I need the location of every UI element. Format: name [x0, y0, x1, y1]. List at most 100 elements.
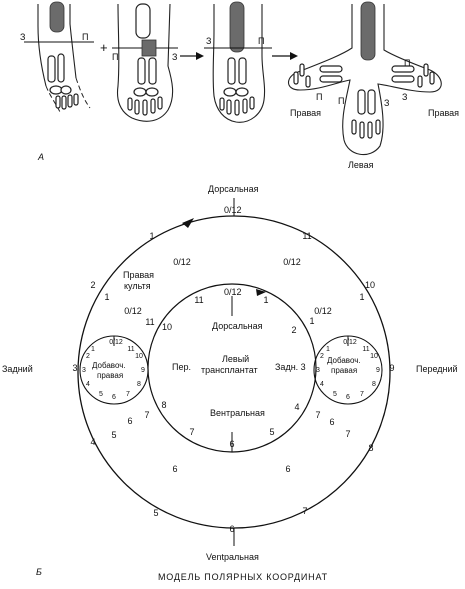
dorsal-top-label: Дорсальная [208, 184, 259, 194]
inner-circle-arrow [256, 289, 266, 296]
limb-transplant-p-label: П [112, 52, 118, 62]
panel-b-polar-model: Дорсальная 0/12 Правая культя 0/12 Дорса… [2, 184, 458, 582]
left-small-clock-number-9: 5 [99, 391, 103, 398]
posterior-label: Задний [2, 364, 33, 374]
outer-top-value: 0/12 [224, 205, 242, 215]
inner-top-value: 0/12 [224, 287, 242, 297]
limb-triple-z-right-label: З [402, 92, 407, 102]
right-small-clock-number-8: 8 [372, 381, 376, 388]
inner-dorsal-label: Дорсальная [212, 321, 263, 331]
outer-ring-number-4: 11 [145, 317, 154, 327]
anterior-label: Передний [416, 364, 458, 374]
stump-label-line2: культя [124, 281, 151, 291]
outer-clock-number-5: 6 [229, 524, 234, 534]
inner-ventral-label: Вентральная [210, 408, 265, 418]
outer-clock-number-1: 2 [90, 280, 95, 290]
outer-ring-number-13: 6 [172, 464, 177, 474]
outer-circle-arrow [182, 218, 194, 228]
panel-a-limbs: З П + П З З П П П П З З Правая Правая Ле… [20, 1, 459, 170]
outer-ring-number-7: 0/12 [314, 306, 332, 316]
right-small-clock-number-11: 7 [360, 391, 364, 398]
left-small-clock-number-8: 8 [137, 381, 141, 388]
outer-clock-number-4: 5 [153, 508, 158, 518]
limb-stump [24, 1, 94, 113]
inner-center-line2: трансплантат [201, 365, 258, 375]
limb-triple-z-mid-label: З [384, 98, 389, 108]
outer-ring-number-3: 0/12 [124, 306, 142, 316]
limb-stump-p-label: П [82, 32, 88, 42]
right-small-clock-number-6: 9 [376, 367, 380, 374]
outer-clock-number-0: 1 [149, 231, 154, 241]
limb-stump-z-label: З [20, 32, 25, 42]
limb-triple [287, 1, 442, 156]
outer-ring-number-15: 6 [329, 417, 334, 427]
inner-clock-number-4: 5 [269, 427, 274, 437]
right-small-line1: Добавоч. [327, 356, 361, 365]
right-small-clock-number-5: 3 [316, 367, 320, 374]
outer-clock-number-3: 4 [90, 437, 95, 447]
left-small-clock-number-6: 9 [141, 367, 145, 374]
inner-clock-number-6: 6 [229, 439, 234, 449]
right-small-clock-number-10: 6 [346, 394, 350, 401]
outer-ring-number-10: 7 [144, 410, 149, 420]
left-small-clock-number-11: 7 [126, 391, 130, 398]
limb-grafted-p-label: П [258, 36, 264, 46]
outer-ring-number-5: 10 [162, 322, 172, 332]
right-small-clock-number-1: 1 [326, 346, 330, 353]
panel-a-letter: A [37, 152, 44, 162]
left-small-clock-number-4: 10 [135, 353, 143, 360]
limb-triple-p-left-label: П [316, 92, 322, 102]
inner-right-label: Задн. 3 [275, 362, 306, 372]
outer-ring-number-14: 7 [315, 410, 320, 420]
left-small-clock-number-3: 2 [86, 353, 90, 360]
left-small-clock-number-2: 11 [127, 346, 134, 353]
plus-sign: + [100, 40, 108, 55]
outer-ring-number-11: 6 [127, 416, 132, 426]
panel-b-letter: Б [36, 567, 42, 577]
limb-transplant [112, 3, 178, 122]
limb-right-label-right: Правая [428, 108, 459, 118]
right-small-clock-number-3: 2 [320, 353, 324, 360]
left-small-clock-number-10: 6 [112, 394, 116, 401]
outer-ring-number-1: 0/12 [283, 257, 301, 267]
right-small-clock-number-2: 11 [362, 346, 369, 353]
left-small-clock-number-5: 3 [82, 367, 86, 374]
arrow-right-1 [180, 52, 204, 60]
inner-center-line1: Левый [222, 354, 249, 364]
right-small-line2: правая [331, 366, 357, 375]
left-small-clock-number-0: 0/12 [109, 339, 123, 346]
left-small-line1: Добавоч. [92, 361, 126, 370]
outer-ring-number-9: 8 [161, 400, 166, 410]
inner-clock-number-3: 4 [294, 402, 299, 412]
left-small-clock-number-1: 1 [91, 346, 95, 353]
outer-clock-number-8: 9 [389, 363, 394, 373]
limb-grafted-z-label: З [206, 36, 211, 46]
ventral-bottom-label: Ventральная [206, 552, 259, 562]
limb-left-label: Левая [348, 160, 374, 170]
outer-clock-number-2: 3 [72, 363, 77, 373]
outer-clock-number-7: 8 [368, 443, 373, 453]
limb-right-label-left: Правая [290, 108, 321, 118]
limb-transplant-z-label: З [172, 52, 177, 62]
outer-clock-number-10: 11 [302, 231, 311, 241]
inner-clock-number-2: 2 [291, 325, 296, 335]
limb-triple-p-top-label: П [404, 58, 410, 68]
left-small-line2: правая [97, 371, 123, 380]
outer-ring-number-8: 1 [309, 316, 314, 326]
outer-clock-number-6: 7 [302, 506, 307, 516]
stump-label-line1: Правая [123, 270, 154, 280]
right-small-clock-number-7: 4 [320, 381, 324, 388]
outer-ring-number-12: 5 [111, 430, 116, 440]
inner-clock-number-5: 7 [189, 427, 194, 437]
outer-ring-number-16: 7 [345, 429, 350, 439]
outer-ring-number-17: 6 [285, 464, 290, 474]
right-small-clock-number-4: 10 [370, 353, 378, 360]
limb-triple-p-mid-label: П [338, 96, 344, 106]
limb-grafted [204, 1, 272, 123]
right-small-clock-number-0: 0/12 [343, 339, 357, 346]
